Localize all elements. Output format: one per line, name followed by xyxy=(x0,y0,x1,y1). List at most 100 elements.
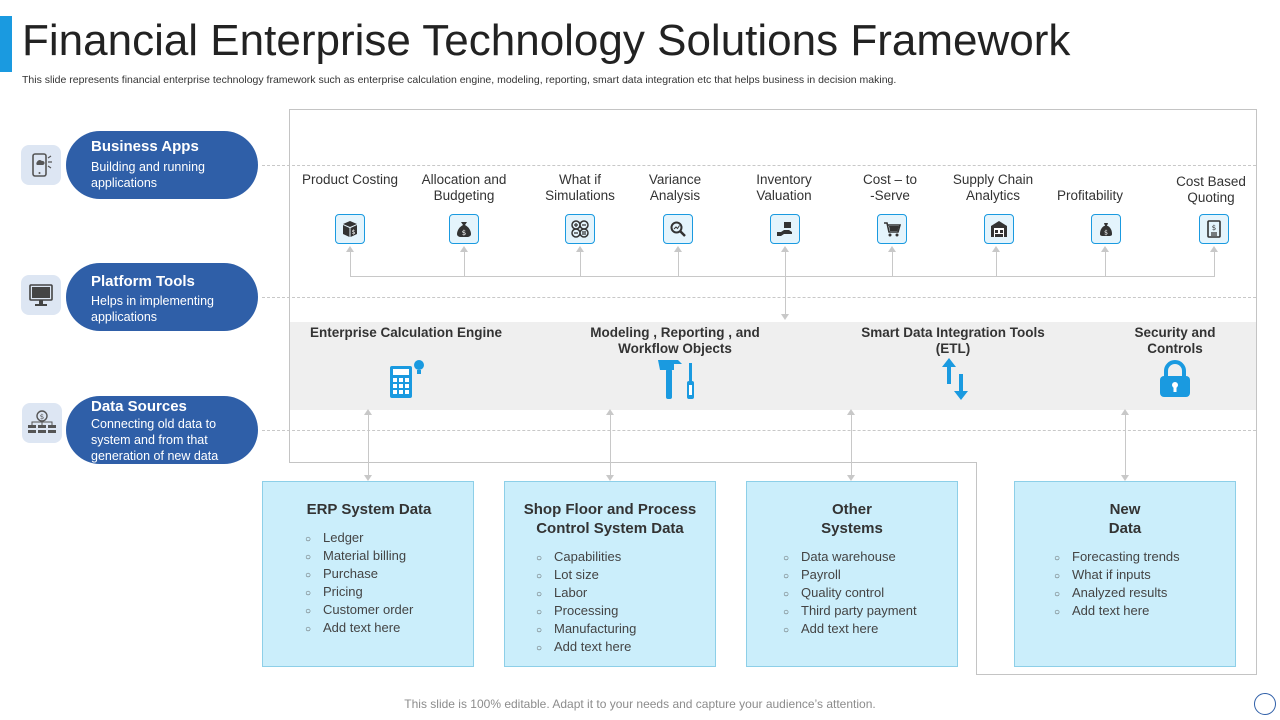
connector xyxy=(350,250,351,276)
business-layer-divider xyxy=(262,165,1256,166)
frame-left xyxy=(289,109,290,463)
source-title: ERP System Data xyxy=(306,501,432,518)
list-item: Processing xyxy=(536,603,715,621)
app-label: Variance Analysis xyxy=(648,172,702,203)
tool-label: Enterprise Calculation Engine xyxy=(309,325,503,340)
layer-pill-business-apps: Business Apps Building and running appli… xyxy=(66,131,258,199)
arrow-head xyxy=(576,246,584,252)
data-layer-divider xyxy=(262,430,1256,431)
source-title: New Data xyxy=(1108,501,1142,537)
money-bag-icon: $ xyxy=(457,222,471,237)
list-item: Add text here xyxy=(1054,603,1235,621)
frame-bottom xyxy=(976,674,1257,675)
arrow-head xyxy=(1210,246,1218,252)
up-down-arrows-icon xyxy=(942,358,968,400)
svg-text:$: $ xyxy=(352,229,356,236)
connector xyxy=(892,250,893,276)
connector xyxy=(1105,250,1106,276)
tool-label: Smart Data Integration Tools (ETL) xyxy=(861,325,1045,356)
layer-title: Platform Tools xyxy=(91,273,195,290)
connector xyxy=(580,250,581,276)
app-label: What if Simulations xyxy=(545,172,615,203)
source-box-new-data: New Data Forecasting trends What if inpu… xyxy=(1014,481,1236,667)
tool-label: Security and Controls xyxy=(1134,325,1216,356)
corner-circle xyxy=(1254,693,1276,715)
app-icon-box: $ xyxy=(449,214,479,244)
layer-title: Business Apps xyxy=(91,138,199,155)
list-item: Add text here xyxy=(305,620,473,638)
source-list: Data warehouse Payroll Quality control T… xyxy=(747,549,957,639)
app-label: Allocation and Budgeting xyxy=(421,172,507,203)
connector xyxy=(1214,250,1215,276)
list-item: Forecasting trends xyxy=(1054,549,1235,567)
layer-description: Building and running applications xyxy=(91,160,205,190)
magnifier-icon xyxy=(670,221,686,237)
list-item: Capabilities xyxy=(536,549,715,567)
app-label: Cost – to -Serve xyxy=(862,172,918,203)
list-item: Ledger xyxy=(305,530,473,548)
list-item: What if inputs xyxy=(1054,567,1235,585)
quote-document-icon: $ xyxy=(1207,220,1221,238)
source-list: Ledger Material billing Purchase Pricing… xyxy=(263,530,473,638)
app-label: Profitability xyxy=(1056,188,1124,203)
arrow-head xyxy=(606,409,614,415)
list-item: Payroll xyxy=(783,567,957,585)
app-label: Inventory Valuation xyxy=(756,172,812,203)
app-icon-box: $ xyxy=(335,214,365,244)
profit-bag-icon: $ xyxy=(1100,223,1112,237)
warehouse-icon xyxy=(991,221,1007,237)
list-item: Third party payment xyxy=(783,603,957,621)
layer-icon-business xyxy=(21,145,61,185)
database-icon: $ xyxy=(28,410,56,433)
list-item: Material billing xyxy=(305,548,473,566)
arrow-head xyxy=(1121,475,1129,481)
app-icon-box xyxy=(663,214,693,244)
list-item: Quality control xyxy=(783,585,957,603)
layer-description: Connecting old data to system and from t… xyxy=(91,417,219,463)
app-icon-box xyxy=(984,214,1014,244)
arrow-head xyxy=(364,409,372,415)
app-label: Supply Chain Analytics xyxy=(952,172,1034,203)
arrow-head xyxy=(781,314,789,320)
source-title: Shop Floor and Process Control System Da… xyxy=(523,501,697,537)
list-item: Purchase xyxy=(305,566,473,584)
platform-tools-band xyxy=(290,322,1256,410)
app-icon-box xyxy=(770,214,800,244)
list-item: Add text here xyxy=(536,639,715,657)
app-icon-box xyxy=(565,214,595,244)
shopping-cart-icon xyxy=(884,222,901,237)
padlock-icon xyxy=(1160,360,1190,397)
calculator-bulb-icon xyxy=(390,360,424,398)
arrow-head xyxy=(346,246,354,252)
frame-top xyxy=(289,109,1257,110)
arrow-head xyxy=(888,246,896,252)
list-item: Manufacturing xyxy=(536,621,715,639)
list-item: Add text here xyxy=(783,621,957,639)
layer-pill-platform-tools: Platform Tools Helps in implementing app… xyxy=(66,263,258,331)
list-item: Lot size xyxy=(536,567,715,585)
arrow-head xyxy=(674,246,682,252)
svg-text:$: $ xyxy=(1104,230,1108,237)
arrow-head xyxy=(992,246,1000,252)
arrow-head xyxy=(606,475,614,481)
arrow-head xyxy=(364,475,372,481)
app-icon-box: $ xyxy=(1091,214,1121,244)
list-item: Analyzed results xyxy=(1054,585,1235,603)
connector xyxy=(678,250,679,276)
arrow-head xyxy=(781,246,789,252)
layer-icon-platform xyxy=(21,275,61,315)
layer-title: Data Sources xyxy=(91,398,187,415)
source-list: Forecasting trends What if inputs Analyz… xyxy=(1015,549,1235,621)
connector xyxy=(851,412,852,478)
hand-box-icon xyxy=(777,222,792,236)
source-box-erp: ERP System Data Ledger Material billing … xyxy=(262,481,474,667)
connector-bus xyxy=(350,276,1215,277)
connector-main xyxy=(785,250,786,318)
connector xyxy=(464,250,465,276)
source-title: Other Systems xyxy=(821,501,883,537)
connector xyxy=(1125,412,1126,478)
list-item: Pricing xyxy=(305,584,473,602)
source-list: Capabilities Lot size Labor Processing M… xyxy=(505,549,715,657)
svg-text:$: $ xyxy=(1212,224,1216,232)
frame-step xyxy=(289,462,977,463)
